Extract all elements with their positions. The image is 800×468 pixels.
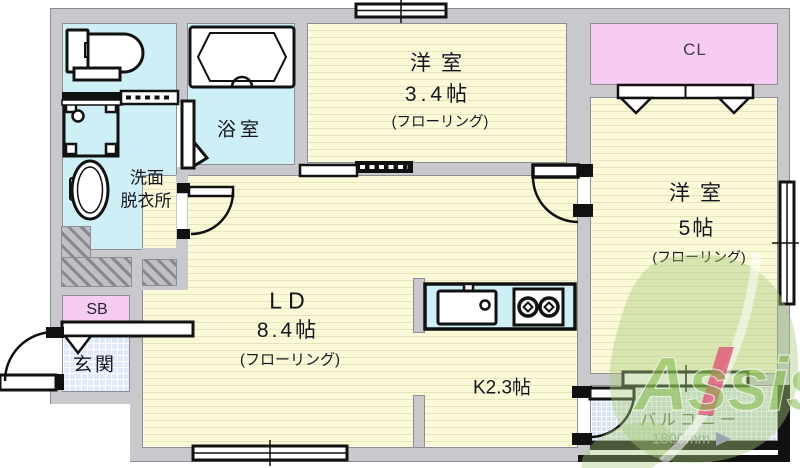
entrance-label: 玄関	[72, 354, 118, 376]
living-dining-title: LD	[269, 287, 311, 314]
balcony-railing-right	[778, 385, 790, 455]
washroom-door-opening	[177, 194, 187, 234]
balcony-door-icon	[572, 386, 636, 445]
bathtub-icon	[188, 25, 296, 89]
room-small-title: 洋室	[410, 52, 472, 75]
window-bottom-icon	[191, 440, 349, 466]
kitchen-label: K2.3帖	[472, 377, 532, 399]
bathroom-door-icon	[180, 99, 210, 170]
living-dining-floor: (フローリング)	[240, 351, 340, 369]
shoebox-label: SB	[86, 301, 108, 318]
balcony-door-opening	[578, 398, 590, 434]
room5-door-opening	[578, 176, 590, 206]
room-large-size: 5帖	[678, 217, 716, 240]
closet-label: CL	[683, 40, 707, 59]
window-right-icon	[772, 180, 799, 306]
entrance-door-icon	[0, 327, 64, 392]
exterior-cutout	[0, 404, 130, 468]
room-small-size: 3.4帖	[404, 83, 472, 106]
toilet-icon	[65, 28, 145, 82]
room-small-floor: (フローリング)	[391, 114, 489, 131]
washroom-label-line2: 脱衣所	[120, 191, 172, 211]
closet-folding-door-icon	[616, 83, 755, 115]
kitchen-counter-icon	[423, 282, 577, 331]
toilet-sliding-door-icon	[61, 89, 180, 106]
window-top-icon	[354, 0, 448, 23]
window-balcony-icon	[621, 365, 750, 392]
bathroom-label: 浴室	[216, 119, 264, 141]
washroom-door-icon	[177, 183, 235, 239]
balcony-width-label: 1800mm	[651, 430, 711, 448]
washer-pan-icon	[62, 98, 120, 158]
entrance-floor	[62, 336, 130, 392]
balcony-label: バルコニー	[640, 412, 740, 429]
room-large-door-icon	[531, 163, 593, 224]
room-small-sliding-door-icon	[298, 161, 413, 178]
entrance-door-opening	[50, 338, 62, 376]
room-large-floor: (フローリング)	[652, 249, 746, 265]
closet-floor	[590, 23, 778, 85]
hatched-void-bottom	[61, 257, 132, 287]
kitchen-divider-stub-wall	[413, 395, 425, 448]
washroom-label-line1: 洗面	[130, 168, 164, 188]
western-room-small-floor	[307, 23, 567, 163]
living-dining-size: 8.4帖	[256, 319, 320, 342]
washbasin-icon	[69, 159, 110, 221]
shoe-box	[62, 295, 130, 325]
shoebox-door-icon	[60, 320, 195, 356]
hatched-void-right	[142, 259, 177, 286]
room-large-title: 洋室	[669, 182, 731, 205]
